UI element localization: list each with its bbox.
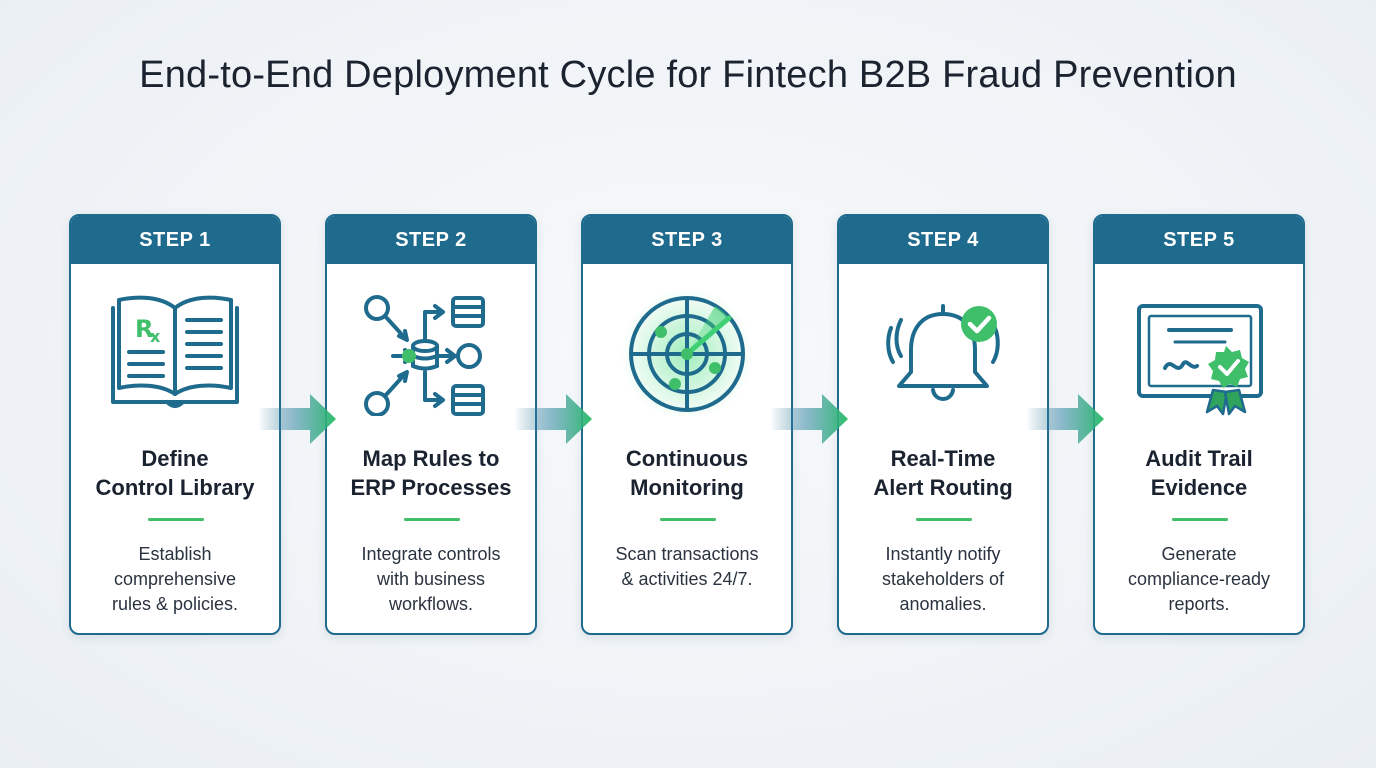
rx-subscript: x [150,327,161,346]
step-description: Instantly notify stakeholders of anomali… [881,544,1005,614]
accent-rule [404,518,460,521]
radar-icon [621,288,753,416]
step-card-2: STEP 2 [325,214,537,635]
accent-rule [916,518,972,521]
book-rx-icon: R x [111,295,239,408]
step-description: Scan transactions & activities 24/7. [615,544,759,589]
diagram-title: End-to-End Deployment Cycle for Fintech … [139,54,1237,96]
step-card-4: STEP 4 Real-Time Alert Routing Instantly… [837,214,1049,635]
step-title: Audit Trail Evidence [1145,446,1253,500]
step-card-1: STEP 1 R x Define Control Library Establ… [69,214,281,635]
accent-rule [660,518,716,521]
rx-symbol: R [135,315,153,343]
step-label: STEP 5 [1095,216,1303,264]
step-label: STEP 3 [583,216,791,264]
step-card-5: STEP 5 Audit Trail Evidence Generate com… [1093,214,1305,635]
process-map-icon [364,295,485,416]
step-card-3: STEP 3 Continuous Monitoring Scan transa… [581,214,793,635]
step-description: Generate compliance-ready reports. [1127,544,1271,614]
step-description: Integrate controls with business workflo… [361,544,501,614]
bell-check-icon [886,304,1000,401]
step-title: Map Rules to ERP Processes [350,446,512,500]
step-title: Real-Time Alert Routing [873,446,1013,500]
certificate-icon [1137,304,1263,416]
accent-rule [148,518,204,521]
accent-rule [1172,518,1228,521]
step-label: STEP 2 [327,216,535,264]
step-label: STEP 4 [839,216,1047,264]
step-description: Establish comprehensive rules & policies… [111,544,239,614]
flow-arrow-1-to-2 [258,394,336,444]
step-title: Continuous Monitoring [625,446,749,500]
flow-arrow-3-to-4 [770,394,848,444]
flow-arrow-2-to-3 [514,394,592,444]
step-label: STEP 1 [71,216,279,264]
flow-arrow-4-to-5 [1026,394,1104,444]
step-title: Define Control Library [95,446,255,500]
